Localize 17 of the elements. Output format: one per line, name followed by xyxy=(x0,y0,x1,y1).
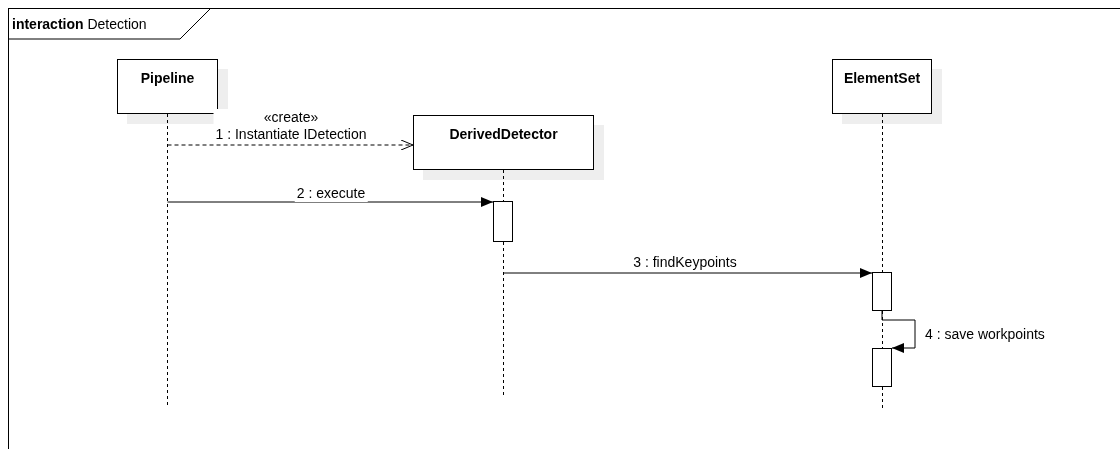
activation-bar xyxy=(872,272,892,311)
object-name: ElementSet xyxy=(843,70,921,86)
message-arrow xyxy=(167,197,494,207)
lifeline xyxy=(503,170,506,396)
message-label: 2 : execute xyxy=(294,185,368,202)
message-label: 4 : save workpoints xyxy=(923,326,1047,343)
message-arrow xyxy=(167,139,414,151)
message-arrow xyxy=(503,268,873,278)
lifeline xyxy=(882,114,885,408)
object-name: DerivedDetector xyxy=(449,126,558,142)
frame-title: interaction Detection xyxy=(12,16,147,32)
activation-bar xyxy=(493,201,513,242)
object-name: Pipeline xyxy=(140,70,195,86)
interaction-frame xyxy=(8,8,1120,449)
activation-bar xyxy=(872,348,892,387)
lifeline xyxy=(167,114,170,408)
message-label: 3 : findKeypoints xyxy=(631,254,739,271)
